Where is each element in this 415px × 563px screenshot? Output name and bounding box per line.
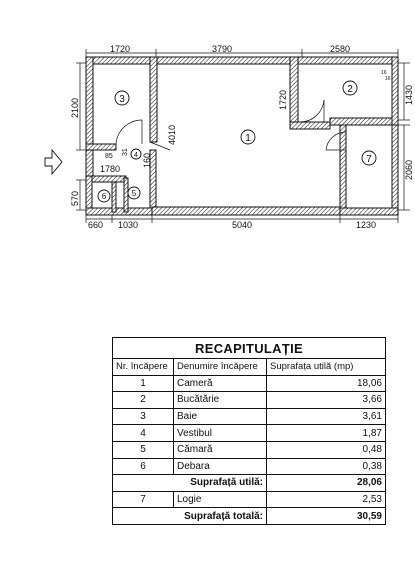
dim-top-mid: 3790 xyxy=(212,44,232,54)
dim-right-top: 1430 xyxy=(404,85,414,105)
table-row: 4 Vestibul 1,87 xyxy=(112,424,386,442)
dim-bottom-mid: 5040 xyxy=(232,220,252,230)
dim-small-b: 31 xyxy=(122,148,129,156)
dim-top-right: 2580 xyxy=(330,44,350,54)
row-name: Logie xyxy=(173,490,267,509)
header-name: Denumire încăpere xyxy=(173,358,267,376)
table-row: 7 Logie 2,53 xyxy=(112,490,386,509)
table-row: 5 Cămară 0,48 xyxy=(112,440,386,459)
dim-room1-inner: 1720 xyxy=(278,90,288,110)
dim-bottom-a: 660 xyxy=(88,220,103,230)
row-name: Baie xyxy=(173,407,267,426)
useful-area-row: Suprafață utilă: 28,06 xyxy=(112,474,386,492)
dim-tiny-1: 16 xyxy=(381,70,387,76)
dim-vest-width: 1780 xyxy=(100,164,120,174)
room-label-3: 3 xyxy=(114,90,130,106)
useful-area-value: 28,06 xyxy=(266,474,386,492)
dim-bottom-left-v: 570 xyxy=(70,191,80,206)
svg-text:4: 4 xyxy=(134,152,138,159)
row-area: 0,48 xyxy=(266,440,386,459)
table-row: 3 Baie 3,61 xyxy=(112,407,386,426)
room-label-7: 7 xyxy=(361,150,377,166)
table-row: 1 Cameră 18,06 xyxy=(112,374,386,393)
total-area-row: Suprafață totală: 30,59 xyxy=(112,507,386,525)
room-label-5: 5 xyxy=(127,186,141,200)
svg-text:5: 5 xyxy=(132,189,137,198)
row-area: 3,66 xyxy=(266,391,386,409)
walls xyxy=(85,56,399,216)
dim-right-bottom: 2060 xyxy=(404,160,414,180)
row-area: 2,53 xyxy=(266,490,386,509)
row-name: Bucătărie xyxy=(173,391,267,409)
svg-text:6: 6 xyxy=(102,192,107,201)
useful-area-label: Suprafață utilă: xyxy=(112,474,267,492)
row-area: 18,06 xyxy=(266,374,386,393)
row-nr: 1 xyxy=(112,374,174,393)
dim-bottom-b: 1030 xyxy=(118,220,138,230)
total-area-value: 30,59 xyxy=(266,507,386,525)
window-room-7 xyxy=(339,152,347,190)
row-name: Vestibul xyxy=(173,424,267,442)
row-area: 0,38 xyxy=(266,457,386,476)
row-nr: 6 xyxy=(112,457,174,476)
room-label-1: 1 xyxy=(240,129,256,145)
dim-top-left: 1720 xyxy=(110,44,130,54)
dimension-lines xyxy=(76,49,410,223)
table-row: 6 Debara 0,38 xyxy=(112,457,386,476)
dim-small-a: 85 xyxy=(105,153,113,160)
total-area-label: Suprafață totală: xyxy=(112,507,267,525)
recap-title: RECAPITULAȚIE xyxy=(112,337,386,359)
row-nr: 3 xyxy=(112,407,174,426)
svg-text:2: 2 xyxy=(347,84,353,95)
door-swings xyxy=(115,99,347,151)
dim-room1-left: 4010 xyxy=(167,125,177,145)
room-label-6: 6 xyxy=(97,189,111,203)
svg-text:7: 7 xyxy=(366,154,372,165)
header-nr: Nr. încăpere xyxy=(112,358,174,376)
header-area: Suprafața utilă (mp) xyxy=(266,358,386,376)
row-nr: 4 xyxy=(112,424,174,442)
row-name: Cămară xyxy=(173,440,267,459)
recap-table: RECAPITULAȚIE Nr. încăpere Denumire încă… xyxy=(112,337,386,525)
row-area: 3,61 xyxy=(266,407,386,426)
room-label-2: 2 xyxy=(342,80,358,96)
entrance-arrow-icon xyxy=(44,148,63,176)
dim-bottom-right: 1230 xyxy=(356,220,376,230)
svg-text:1: 1 xyxy=(245,133,251,144)
row-area: 1,87 xyxy=(266,424,386,442)
room-label-4: 4 xyxy=(130,148,142,160)
dim-vest-height: 160 xyxy=(142,153,152,168)
floor-plan: 1720 3790 2580 2100 1720 4010 1430 2060 … xyxy=(44,44,414,230)
row-nr: 7 xyxy=(112,490,174,509)
dim-tiny-2: 16 xyxy=(385,76,391,82)
svg-text:3: 3 xyxy=(119,94,125,105)
row-name: Debara xyxy=(173,457,267,476)
row-nr: 5 xyxy=(112,440,174,459)
table-row: 2 Bucătărie 3,66 xyxy=(112,391,386,409)
dim-left-top: 2100 xyxy=(70,98,80,118)
row-nr: 2 xyxy=(112,391,174,409)
row-name: Cameră xyxy=(173,374,267,393)
